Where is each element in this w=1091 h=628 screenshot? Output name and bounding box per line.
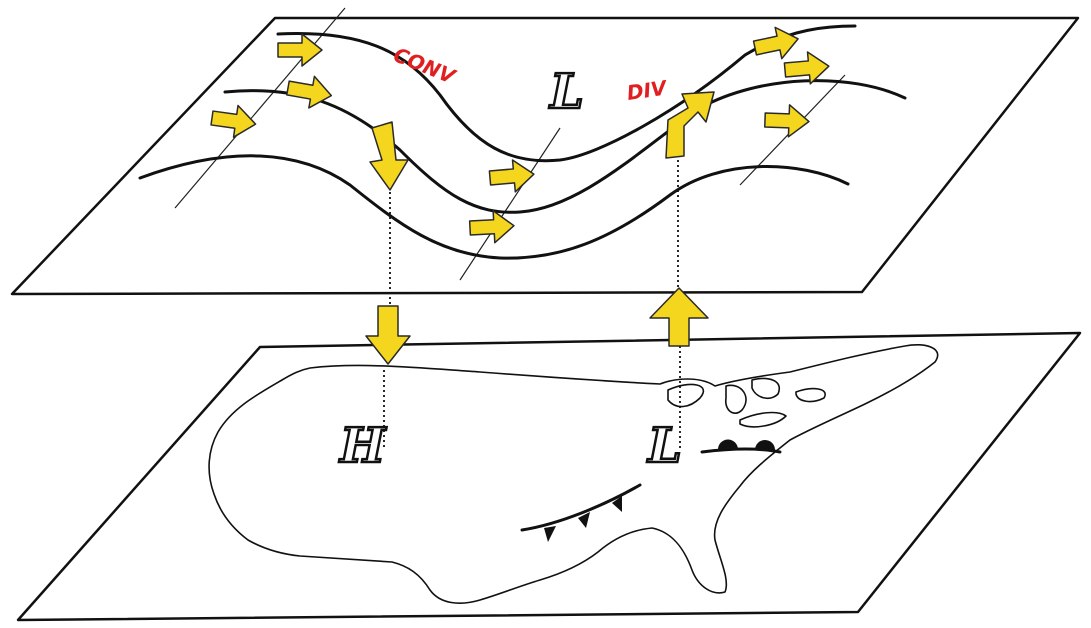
sinking-arrow-icon bbox=[369, 121, 409, 191]
vertical-motion-lines bbox=[383, 160, 681, 448]
upper-level-plane bbox=[10, 16, 1080, 296]
warm-front-icon bbox=[700, 439, 782, 454]
divergence-label: DIV bbox=[625, 75, 669, 104]
upper-flow-arrows bbox=[209, 22, 831, 245]
upper-low-symbol: L bbox=[548, 64, 584, 120]
rising-arrow-icon bbox=[665, 91, 715, 159]
vertical-arrows bbox=[365, 287, 709, 365]
great-lakes bbox=[667, 377, 826, 428]
sinking-vertical-arrow-icon bbox=[365, 305, 411, 365]
rising-vertical-arrow-icon bbox=[649, 287, 709, 347]
surface-low-symbol: L bbox=[646, 418, 682, 474]
streamline-south bbox=[138, 154, 850, 260]
surface-high-symbol: H bbox=[338, 418, 387, 474]
streamline-middle bbox=[223, 79, 907, 214]
surface-plane bbox=[16, 331, 1082, 622]
us-map-outline bbox=[208, 344, 939, 604]
cold-front-icon bbox=[520, 483, 642, 542]
